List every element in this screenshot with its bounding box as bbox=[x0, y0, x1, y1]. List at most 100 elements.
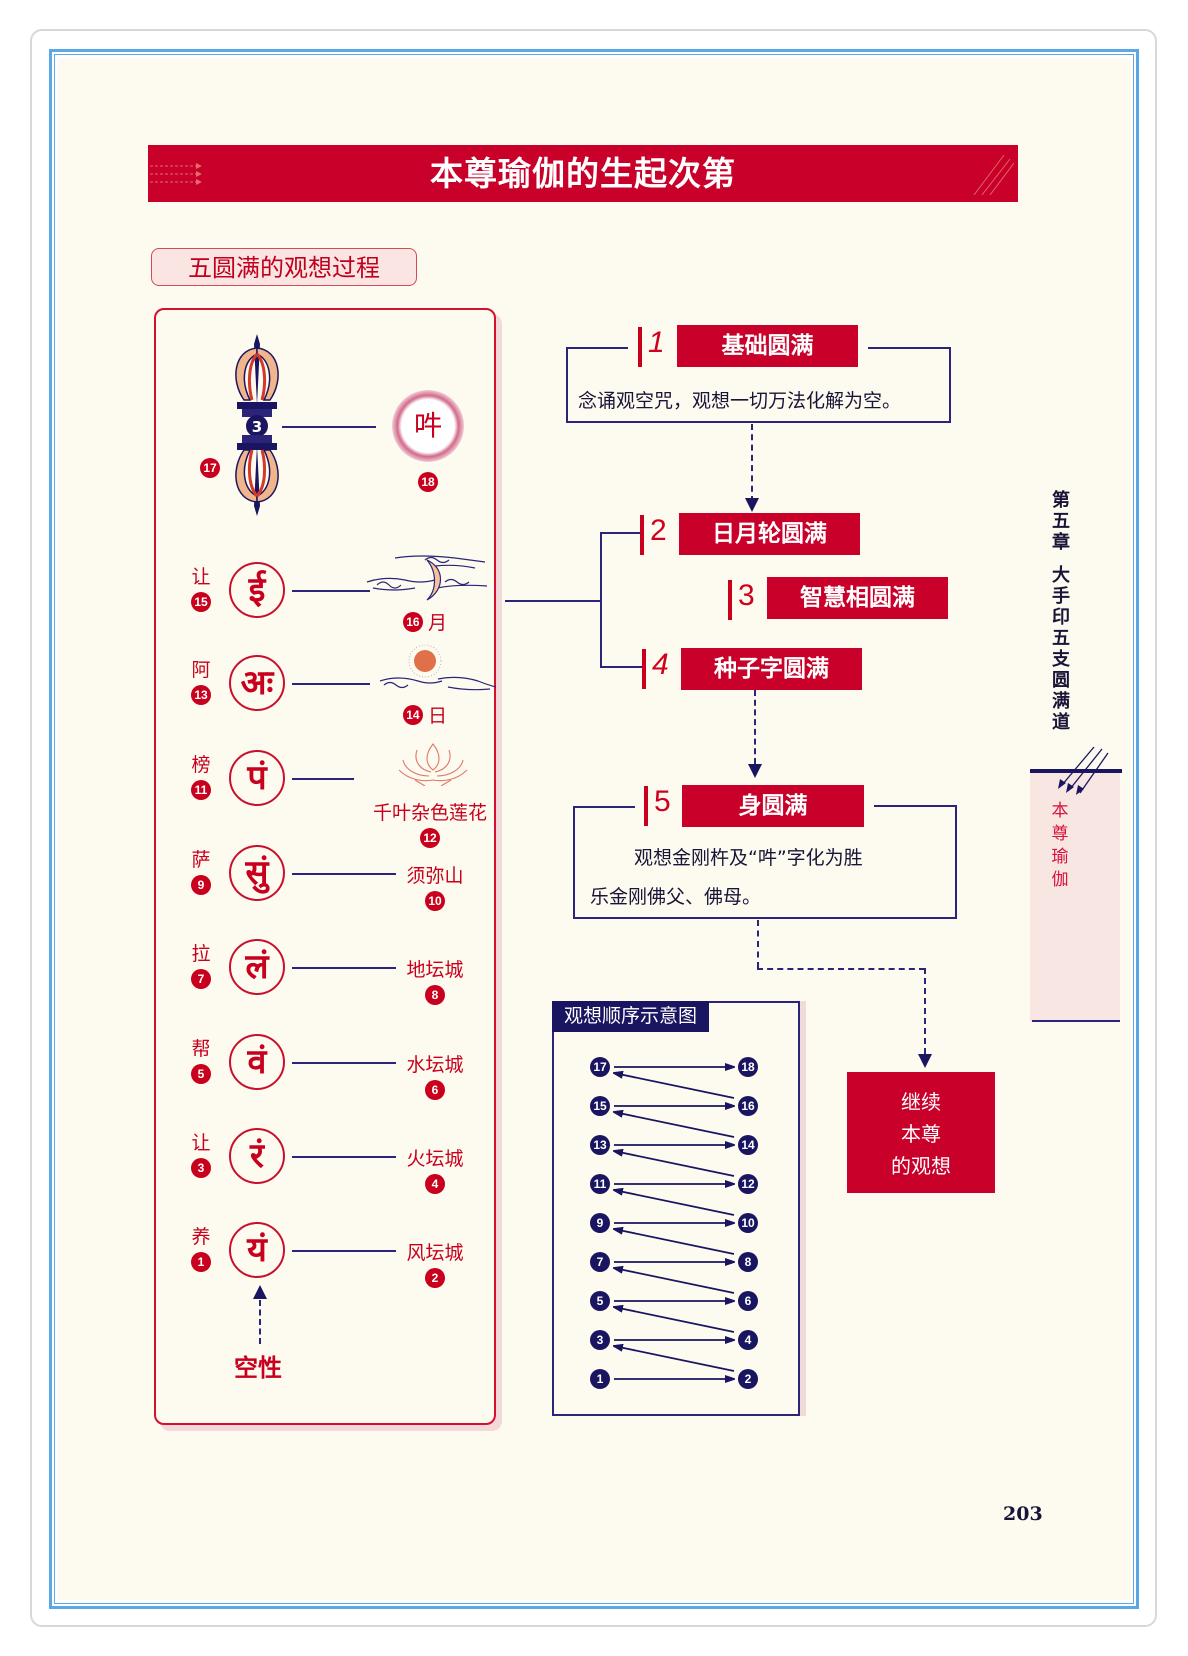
seed-syllable-circle: वं bbox=[229, 1034, 285, 1090]
sequence-node: 17 bbox=[590, 1057, 610, 1077]
emptiness-label: 空性 bbox=[234, 1354, 282, 1382]
vajra-number-badge: 17 bbox=[200, 458, 220, 478]
bracket-vertical-line bbox=[600, 532, 602, 667]
connector-line bbox=[282, 426, 376, 428]
step-1-marker bbox=[638, 327, 642, 367]
step-5-box bbox=[573, 806, 957, 919]
target-name: 火坛城 bbox=[406, 1148, 464, 1170]
chapter-char: 满 bbox=[1052, 691, 1070, 712]
hum-halo-icon bbox=[392, 390, 464, 462]
hum-syllable: 吽 bbox=[413, 409, 442, 442]
step-5-description-line1: 观想金刚杵及“吽”字化为胜 bbox=[634, 847, 863, 869]
sequence-node: 10 bbox=[738, 1213, 758, 1233]
step-1-box-top-left bbox=[566, 347, 628, 349]
step-1-box-top-right bbox=[868, 347, 951, 349]
flow-dashed-line-3 bbox=[757, 920, 759, 968]
step-2-number: 2 bbox=[650, 514, 667, 547]
target-number-badge: 2 bbox=[425, 1268, 445, 1288]
sequence-arrow-back bbox=[614, 1073, 735, 1099]
sequence-arrow-back bbox=[614, 1151, 735, 1177]
target-number-badge: 16 bbox=[402, 611, 423, 632]
section-char: 伽 bbox=[1051, 870, 1069, 890]
sequence-node: 3 bbox=[590, 1330, 610, 1350]
seed-number-badge: 5 bbox=[191, 1064, 211, 1084]
chapter-char: 大 bbox=[1052, 565, 1070, 586]
sequence-arrow-back bbox=[614, 1229, 735, 1255]
sequence-node: 11 bbox=[590, 1174, 610, 1194]
chapter-char: 第 bbox=[1052, 490, 1070, 511]
page-blue-border bbox=[49, 49, 1139, 1609]
seed-syllable-circle: यं bbox=[229, 1222, 285, 1278]
seed-name: 养 bbox=[191, 1226, 211, 1248]
connector-line bbox=[292, 873, 396, 875]
sequence-node: 5 bbox=[590, 1291, 610, 1311]
flow-arrow-3-icon bbox=[918, 1054, 932, 1068]
svg-text:3: 3 bbox=[252, 418, 262, 436]
connector-line bbox=[292, 1156, 396, 1158]
seed-name: 榜 bbox=[191, 754, 211, 776]
sequence-arrows bbox=[552, 1001, 800, 1416]
target-number-badge: 12 bbox=[420, 828, 440, 848]
seed-label-group: 让 3 bbox=[186, 1128, 216, 1178]
target-name: 须弥山 bbox=[406, 865, 464, 887]
chapter-char: 五 bbox=[1052, 511, 1070, 532]
target-name: 千叶杂色莲花 bbox=[372, 802, 487, 824]
connector-line bbox=[292, 967, 396, 969]
seed-syllable-circle: सुं bbox=[229, 845, 285, 901]
step-1-label: 基础圆满 bbox=[677, 325, 858, 367]
sun-cloud-icon bbox=[379, 645, 497, 691]
page-title-bar: 本尊瑜伽的生起次第 bbox=[148, 145, 1018, 202]
flow-dashed-line-1 bbox=[751, 424, 753, 502]
step-5-number: 5 bbox=[654, 785, 671, 818]
step-1-number: 1 bbox=[648, 326, 665, 359]
target-name: 地坛城 bbox=[406, 959, 464, 981]
seed-number-badge: 15 bbox=[191, 592, 211, 612]
page-number: 203 bbox=[1003, 1503, 1043, 1525]
hum-number-badge: 18 bbox=[418, 472, 438, 492]
target-number-badge: 4 bbox=[425, 1174, 445, 1194]
sequence-node: 9 bbox=[590, 1213, 610, 1233]
target-label-group: 火坛城 4 bbox=[400, 1144, 470, 1194]
step-2-label: 日月轮圆满 bbox=[679, 513, 860, 555]
target-label-group: 须弥山 10 bbox=[400, 861, 470, 911]
step-2-marker bbox=[640, 515, 644, 555]
tab-arrows-icon bbox=[1058, 746, 1109, 795]
seed-name: 阿 bbox=[191, 659, 211, 681]
section-char: 尊 bbox=[1051, 824, 1069, 844]
chapter-char: 道 bbox=[1052, 712, 1070, 733]
flow-dashed-line-4 bbox=[757, 968, 925, 970]
target-label-group: 14 日 bbox=[390, 701, 460, 728]
flow-arrow-1-icon bbox=[745, 498, 759, 512]
seed-label-group: 养 1 bbox=[186, 1222, 216, 1272]
flow-dashed-line-2 bbox=[754, 690, 756, 764]
sequence-arrow-back bbox=[614, 1268, 735, 1294]
section-tab-top-line bbox=[1030, 769, 1122, 773]
chapter-char: 圆 bbox=[1052, 670, 1070, 691]
connector-line bbox=[292, 778, 354, 780]
seed-label-group: 帮 5 bbox=[186, 1034, 216, 1084]
seed-label-group: 拉 7 bbox=[186, 939, 216, 989]
sequence-arrow-back bbox=[614, 1112, 735, 1138]
seed-number-badge: 7 bbox=[191, 969, 211, 989]
step-5-box-top-right bbox=[874, 805, 957, 807]
seed-label-group: 阿 13 bbox=[186, 655, 216, 705]
step-1-description: 念诵观空咒，观想一切万法化解为空。 bbox=[578, 390, 902, 412]
sequence-arrow-back bbox=[614, 1307, 735, 1333]
target-number-badge: 10 bbox=[425, 891, 445, 911]
bracket-bottom-line bbox=[600, 666, 642, 668]
connector-line bbox=[292, 683, 370, 685]
sequence-node: 16 bbox=[738, 1096, 758, 1116]
vajra-icon: 3 bbox=[235, 334, 279, 516]
seed-syllable-circle: पं bbox=[229, 750, 285, 806]
seed-name: 拉 bbox=[191, 943, 211, 965]
target-name: 风坛城 bbox=[406, 1242, 464, 1264]
target-number-badge: 14 bbox=[402, 704, 423, 725]
visualization-panel bbox=[154, 308, 496, 1425]
panel-to-flow-connector bbox=[505, 600, 601, 602]
section-tab bbox=[1030, 770, 1120, 1022]
step-4-label: 种子字圆满 bbox=[681, 648, 862, 690]
section-subtitle: 五圆满的观想过程 bbox=[151, 248, 417, 286]
seed-syllable-circle: रं bbox=[229, 1128, 285, 1184]
step-3-label: 智慧相圆满 bbox=[767, 577, 948, 619]
continue-line-3: 的观想 bbox=[891, 1154, 951, 1178]
